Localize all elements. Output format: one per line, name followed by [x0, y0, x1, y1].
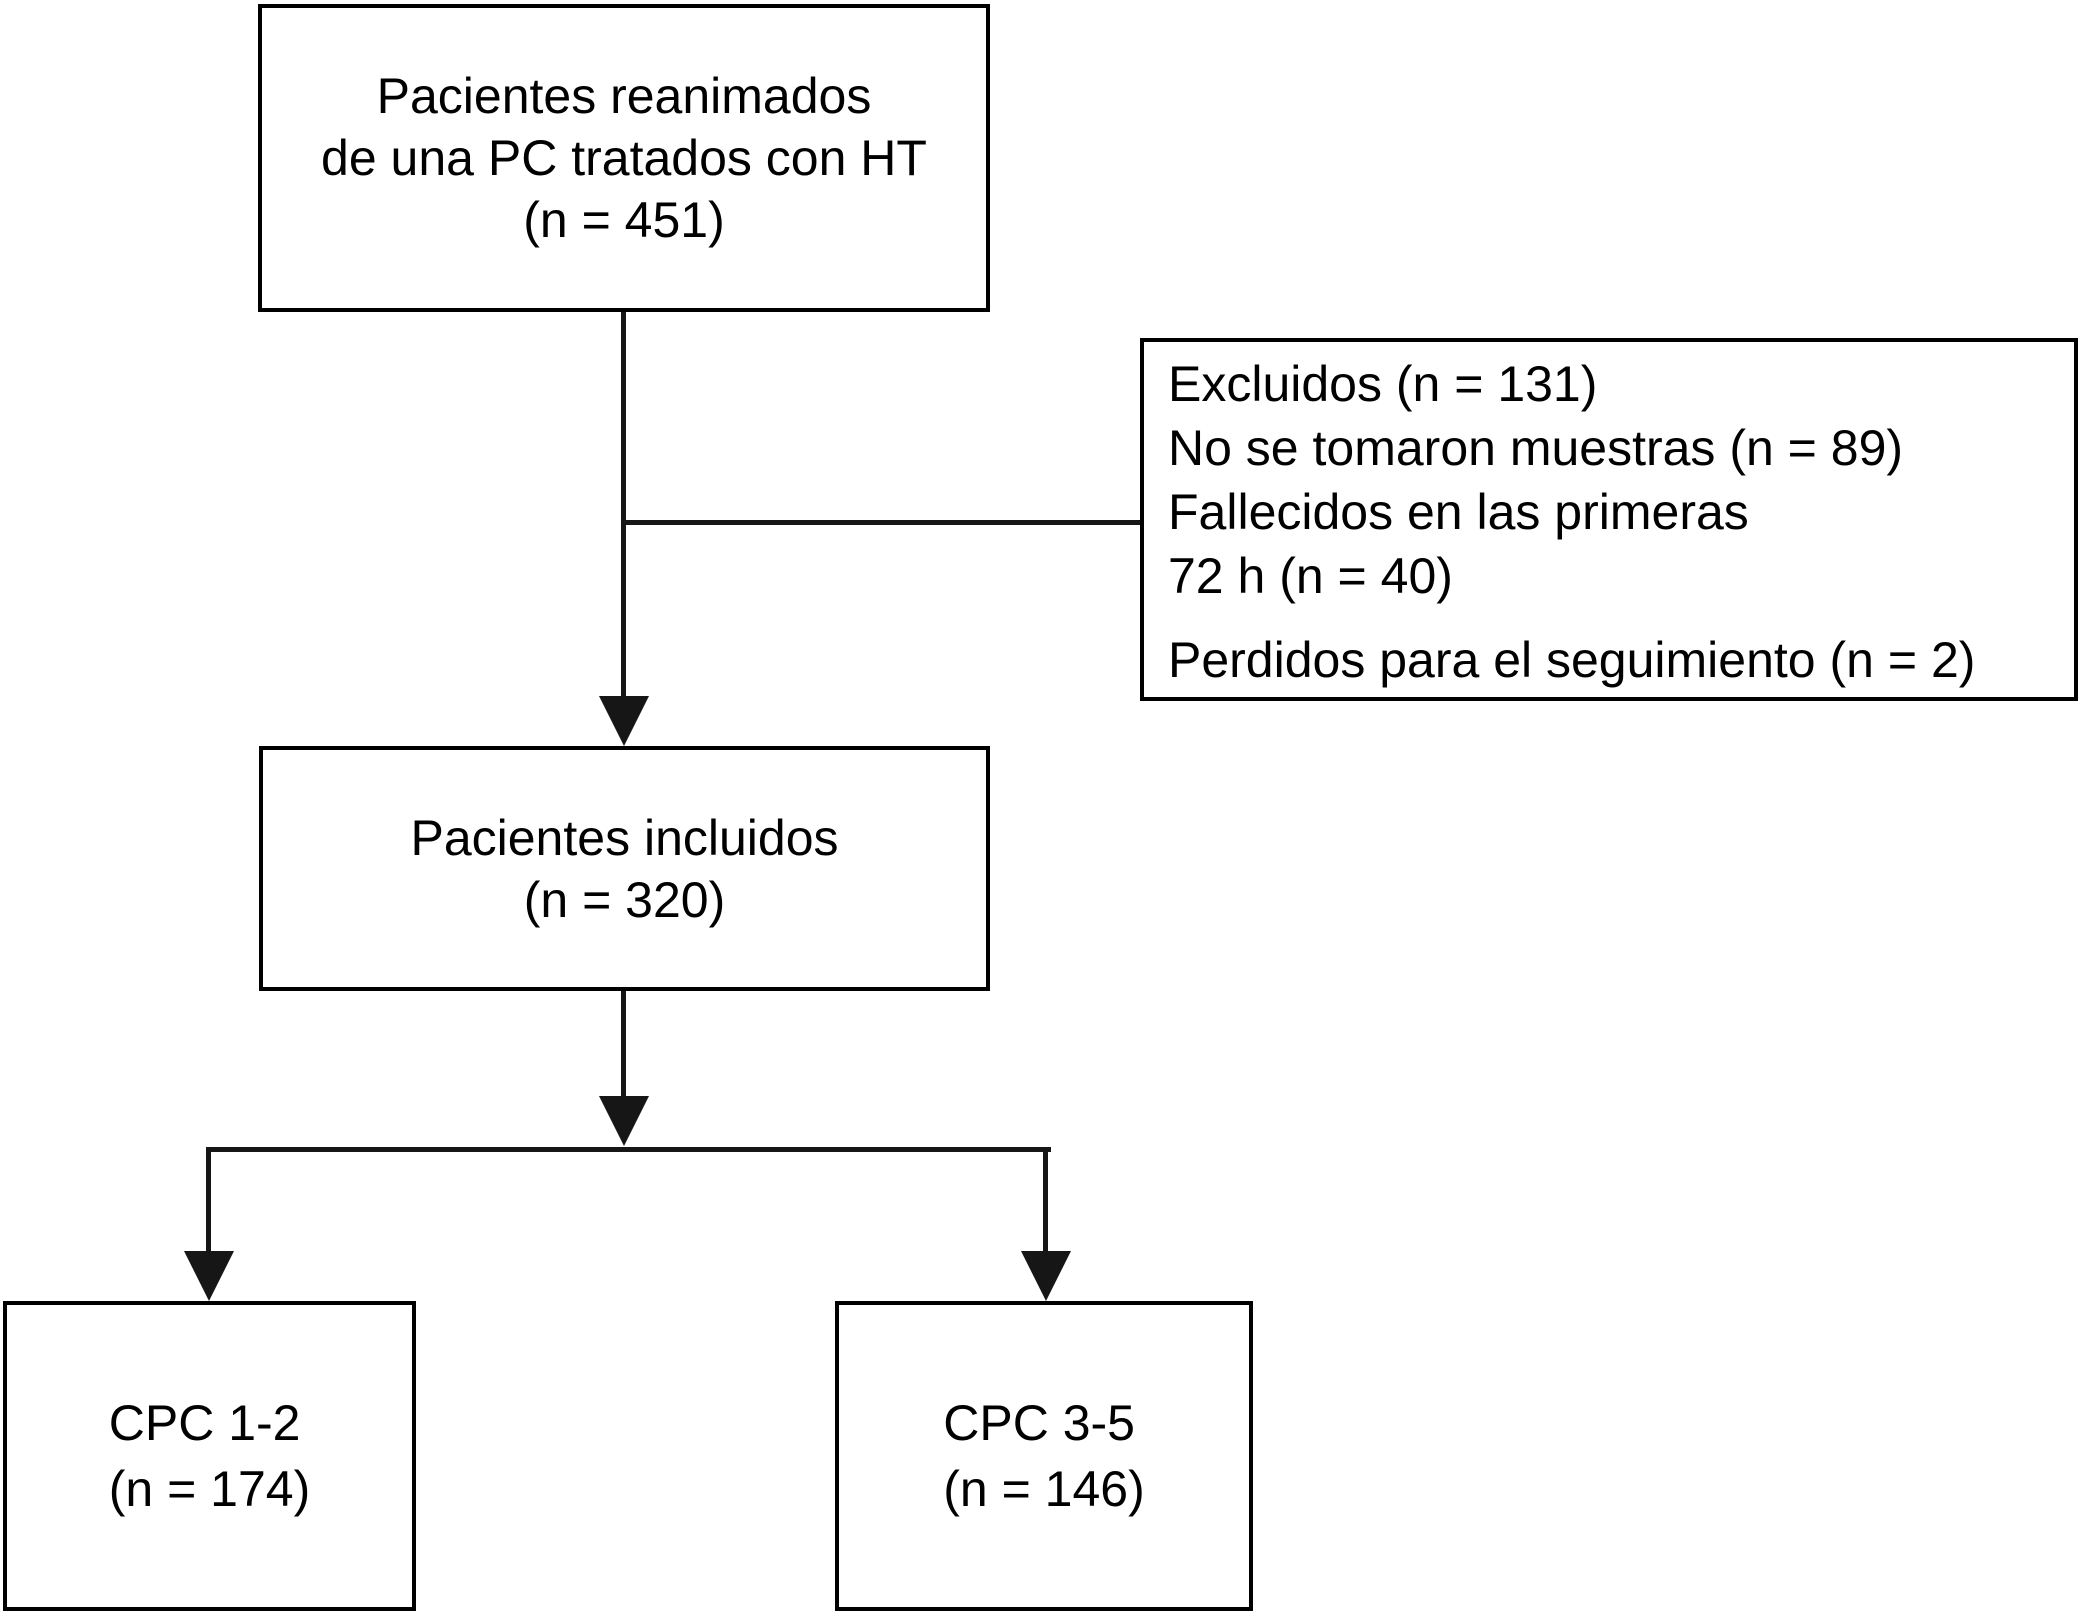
node-text-line: CPC 3-5 — [943, 1395, 1135, 1451]
arrow-down-icon — [599, 696, 649, 746]
node-text-block: CPC 3-5 (n = 146) — [943, 1390, 1145, 1522]
node-excluded-patients: Excluidos (n = 131) No se tomaron muestr… — [1140, 338, 2078, 701]
node-text-line: 72 h (n = 40) — [1168, 548, 1453, 604]
node-text-line: de una PC tratados con HT — [321, 130, 927, 186]
node-text-line: (n = 451) — [523, 192, 725, 248]
arrow-down-icon — [184, 1251, 234, 1301]
connector-split-line — [206, 1147, 1051, 1152]
node-text-line: (n = 146) — [943, 1461, 1145, 1517]
arrow-down-icon — [1021, 1251, 1071, 1301]
node-text-block: CPC 1-2 (n = 174) — [109, 1390, 311, 1522]
connector-split-to-cpc35 — [1043, 1147, 1048, 1251]
connector-included-to-split — [621, 989, 626, 1096]
node-text-line: Pacientes reanimados — [376, 68, 872, 124]
node-text-line: CPC 1-2 — [108, 1395, 301, 1451]
node-cpc-3-5: CPC 3-5 (n = 146) — [835, 1301, 1253, 1611]
connector-branch-to-excluded — [621, 520, 1140, 525]
node-text-line: No se tomaron muestras (n = 89) — [1168, 420, 1904, 476]
node-text-line: Fallecidos en las primeras — [1168, 484, 1749, 540]
node-text-line: Perdidos para el seguimiento (n = 2) — [1168, 632, 1976, 688]
connector-split-to-cpc12 — [206, 1147, 211, 1251]
connector-top-to-included — [621, 312, 626, 698]
node-text-line: (n = 174) — [108, 1461, 311, 1517]
node-text-line: (n = 320) — [523, 871, 726, 928]
node-resuscitated-patients: Pacientes reanimados de una PC tratados … — [258, 4, 990, 312]
node-text-line: Excluidos (n = 131) — [1168, 356, 1598, 412]
node-text-line: Pacientes incluidos — [410, 809, 839, 866]
node-included-patients: Pacientes incluidos (n = 320) — [259, 746, 990, 991]
node-cpc-1-2: CPC 1-2 (n = 174) — [3, 1301, 416, 1611]
arrow-down-icon — [599, 1096, 649, 1146]
